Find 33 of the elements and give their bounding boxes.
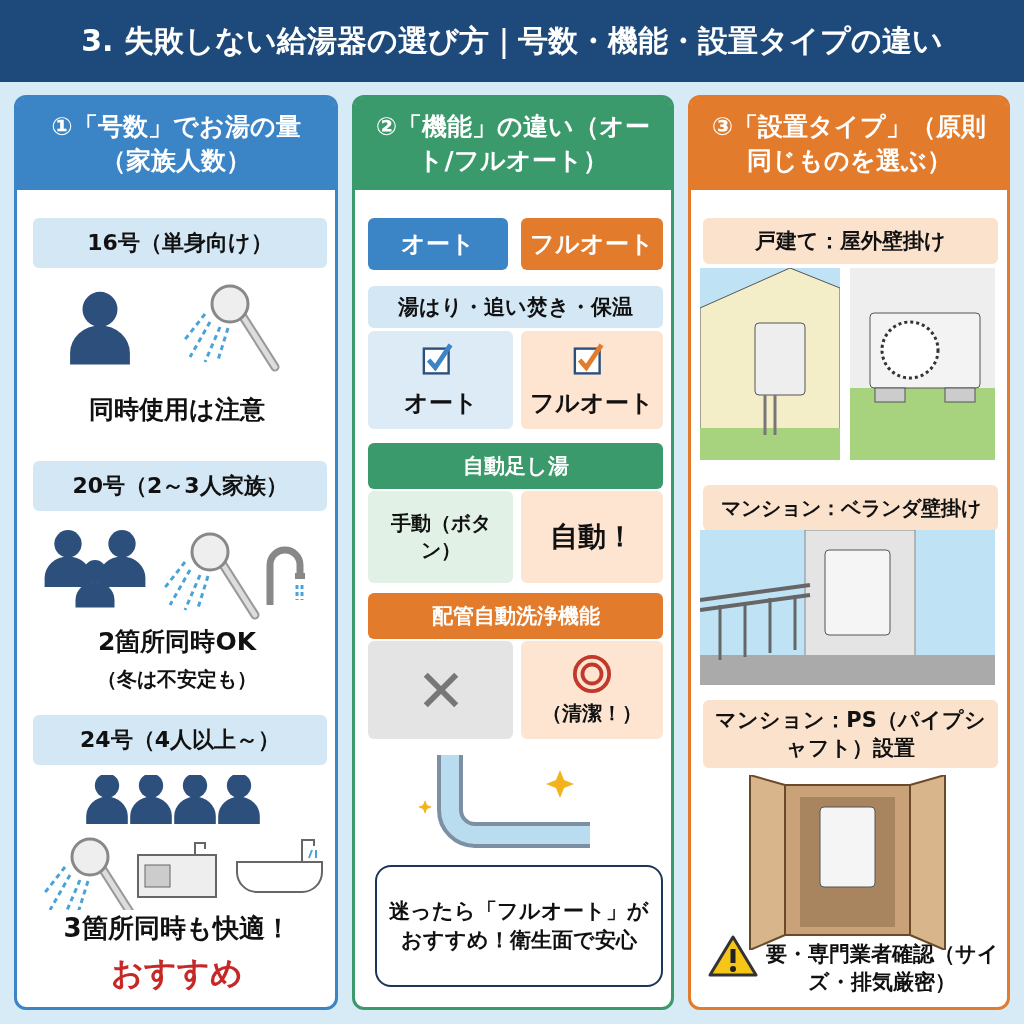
cell-text: オート [403, 388, 478, 419]
highlight-text: おすすめ [110, 953, 244, 995]
row-header: 配管自動洗浄機能 [368, 593, 663, 639]
panel-heading: ②「機能」の違い（オート/フルオート） [355, 98, 671, 190]
caption-text: 同時使用は注意 [88, 394, 266, 427]
comparison-cell [521, 641, 663, 739]
panel-card [352, 95, 674, 1010]
type-band: 戸建て：屋外壁掛け [703, 218, 998, 264]
column-header: オート [368, 218, 508, 270]
size-band: 20号（2～3人家族） [33, 461, 327, 511]
type-band: マンション：ベランダ壁掛け [703, 485, 998, 531]
caption-text: 要・専門業者確認（サイズ・排気厳密） [764, 940, 1000, 996]
comparison-cell: 自動！ [521, 491, 663, 583]
panel-heading: ③「設置タイプ」（原則同じものを選ぶ） [691, 98, 1007, 190]
size-band: 16号（単身向け） [33, 218, 327, 268]
caption-text: 2箇所同時OK [97, 626, 258, 659]
type-band: マンション：PS（パイプシャフト）設置 [703, 700, 998, 768]
column-header: フルオート [521, 218, 663, 270]
panel-heading: ①「号数」でお湯の量（家族人数） [17, 98, 335, 190]
title-banner: 3. 失敗しない給湯器の選び方｜号数・機能・設置タイプの違い [0, 0, 1024, 82]
caption-text: 3箇所同時も快適！ [62, 912, 292, 946]
size-band: 24号（4人以上～） [33, 715, 327, 765]
comparison-cell [368, 641, 513, 739]
panel-card [14, 95, 338, 1010]
comparison-cell [368, 331, 513, 429]
cell-text: （清潔！） [542, 699, 642, 727]
row-header: 湯はり・追い焚き・保温 [368, 286, 663, 328]
comparison-cell [521, 331, 663, 429]
row-header: 自動足し湯 [368, 443, 663, 489]
caption-text: （冬は不安定も） [96, 665, 258, 693]
cell-text: フルオート [530, 388, 654, 419]
speech-bubble: 迷ったら「フルオート」がおすすめ！衛生面で安心 [375, 865, 663, 987]
comparison-cell: 手動（ボタン） [368, 491, 513, 583]
